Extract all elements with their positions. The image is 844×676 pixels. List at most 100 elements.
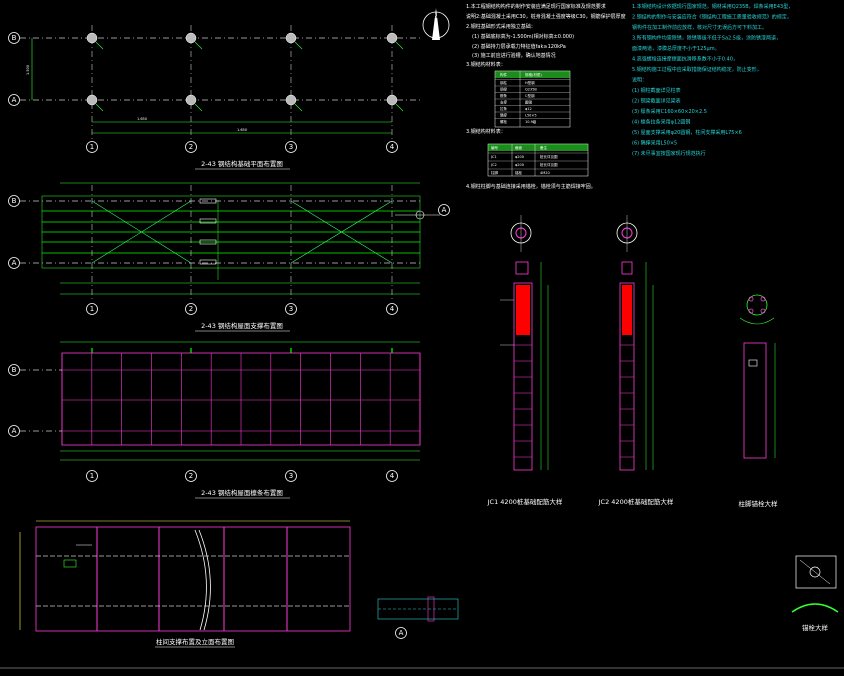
- column-anchor-detail: 柱脚锚栓大样: [739, 294, 779, 508]
- foundation-plan-title: 2-43 钢结构基础平面布置图: [201, 159, 283, 168]
- svg-text:B: B: [12, 34, 17, 42]
- svg-text:4: 4: [390, 305, 395, 313]
- note-line: 说明：: [632, 77, 647, 84]
- table-cell: 10.9级: [525, 119, 537, 124]
- note-line: 5.钢结构施工过程中应采取措施保证结构稳定，防止变形，: [632, 66, 762, 73]
- axis-bubble-a-plan1[interactable]: A: [8, 94, 20, 106]
- axis-bubble-3-plan2[interactable]: 3: [285, 303, 297, 315]
- note-line: 3.所有钢构件均需除锈，除锈等级不低于Sa2.5级，涂防锈漆两道，: [632, 35, 781, 42]
- axis-bubble-3-plan3[interactable]: 3: [285, 470, 297, 482]
- table-cell: 螺栓: [500, 119, 508, 124]
- axis-bubble-a-plan3[interactable]: A: [8, 425, 20, 437]
- axis-bubble-b-plan2[interactable]: B: [8, 195, 20, 207]
- axis-bubble-4-plan2[interactable]: 4: [386, 303, 398, 315]
- jc1-title: JC1 4200桩基础配筋大样: [487, 497, 563, 506]
- svg-text:1.本工程钢结构构件的制作安装应满足现行国家标准及规范要求: 1.本工程钢结构构件的制作安装应满足现行国家标准及规范要求: [466, 3, 606, 10]
- svg-text:2: 2: [189, 305, 193, 313]
- svg-text:B: B: [12, 366, 17, 374]
- notes-left: 1.本工程钢结构构件的制作安装应满足现行国家标准及规范要求 说明2:基础混凝土采…: [466, 3, 626, 190]
- note-line: 4.高强螺栓连接摩擦面抗滑移系数不小于0.40，: [632, 56, 738, 63]
- svg-text:N: N: [434, 14, 438, 20]
- axis-bubble-1-plan3[interactable]: 1: [86, 470, 98, 482]
- svg-text:备注: 备注: [540, 145, 548, 150]
- axis-bubble-b-plan3[interactable]: B: [8, 364, 20, 376]
- axis-bubble-3-plan1[interactable]: 3: [285, 141, 297, 153]
- roof-bracing-title: 2-43 钢结构屋面支撑布置图: [201, 321, 283, 330]
- note-line: 钢构件在加工制作前应放样，核对尺寸无误后方可下料加工。: [632, 24, 767, 31]
- svg-text:3.钢结构材料表：: 3.钢结构材料表：: [466, 61, 506, 68]
- purlin-plan: B A 1 2 3: [8, 341, 421, 499]
- note-line: (6) 隅撑采用L50×5: [632, 140, 677, 147]
- material-table-row: 隅撑 L50×5: [495, 111, 570, 118]
- svg-text:(3) 施工前应进行验槽，确认地基情况: (3) 施工前应进行验槽，确认地基情况: [472, 52, 556, 59]
- jc2-title: JC2 4200桩基础配筋大样: [598, 497, 674, 506]
- svg-text:A: A: [12, 259, 17, 267]
- note-line: (1) 钢柱截面详见柱表: [632, 87, 681, 94]
- table-cell: Q235B: [525, 88, 537, 92]
- axis-bubble-a-plan2[interactable]: A: [8, 257, 20, 269]
- table-cell: C型钢: [525, 93, 535, 98]
- axis-bubble-2-plan2[interactable]: 2: [185, 303, 197, 315]
- svg-text:1: 1: [90, 305, 94, 313]
- table-cell: 隅撑: [500, 113, 508, 118]
- note-line: 2.钢结构的制作与安装应符合《钢结构工程施工质量验收规范》的规定，: [632, 14, 792, 21]
- axis-bubble-1-plan1[interactable]: 1: [86, 141, 98, 153]
- base-plate-title: 锚栓大样: [802, 623, 829, 632]
- table-cell: 桩长详见图: [540, 162, 558, 167]
- svg-text:A: A: [399, 629, 404, 637]
- note-line: (3) 檩条采用C160×60×20×2.5: [632, 108, 707, 115]
- north-arrow-icon: N: [422, 8, 450, 40]
- section-mark-a-detail[interactable]: A: [395, 627, 407, 639]
- svg-text:1.500: 1.500: [26, 65, 30, 75]
- table-cell: 檩条: [500, 93, 508, 98]
- svg-text:1: 1: [90, 143, 94, 151]
- axis-bubble-4-plan1[interactable]: 4: [386, 141, 398, 153]
- jc2-pile-detail: JC2 4200桩基础配筋大样: [598, 215, 674, 506]
- table-cell: L50×5: [525, 114, 537, 118]
- svg-text:1.650: 1.650: [237, 128, 247, 132]
- table-cell: 钢柱: [500, 80, 508, 85]
- material-table-row: 螺栓 10.9级: [495, 118, 570, 124]
- purlin-plan-title: 2-43 钢结构屋面檩条布置图: [201, 488, 283, 497]
- svg-text:4: 4: [390, 143, 395, 151]
- section-detail-a: A: [377, 596, 459, 639]
- svg-text:A: A: [12, 96, 17, 104]
- elevation-title: 柱间支撑布置及立面布置图: [156, 637, 234, 646]
- table-cell: φ200: [515, 163, 524, 167]
- table-cell: φ12: [525, 107, 532, 111]
- section-mark-a-bracing[interactable]: A: [438, 204, 450, 216]
- material-table-row: 支撑圆钢: [495, 98, 570, 105]
- svg-text:构件: 构件: [500, 72, 508, 77]
- svg-text:3: 3: [289, 472, 293, 480]
- svg-text:3: 3: [289, 305, 293, 313]
- notes-right: 1.本钢结构设计依据现行国家规范，钢材采用Q235B，焊条采用E43型，2.钢结…: [632, 3, 793, 157]
- axis-bubble-2-plan3[interactable]: 2: [185, 470, 197, 482]
- elevation-view: 柱间支撑布置及立面布置图: [19, 520, 351, 648]
- axis-bubble-2-plan1[interactable]: 2: [185, 141, 197, 153]
- jc1-pile-detail: JC1 4200桩基础配筋大样: [487, 215, 563, 506]
- roof-bracing-plan: B A: [8, 182, 450, 332]
- axis-bubble-4-plan3[interactable]: 4: [386, 470, 398, 482]
- note-line: (2) 钢梁截面详见梁表: [632, 98, 681, 105]
- svg-text:(1) 基础底标高为-1.500m(相对标高±0.000): (1) 基础底标高为-1.500m(相对标高±0.000): [472, 33, 574, 40]
- svg-text:2.钢柱基础形式采用独立基础：: 2.钢柱基础形式采用独立基础：: [466, 23, 536, 30]
- note-line: (7) 未尽事宜按国家现行规范执行: [632, 150, 706, 157]
- table-cell: 锚栓: [515, 170, 523, 175]
- table-cell: 圆钢: [525, 100, 533, 105]
- note-line: (5) 屋面支撑采用φ20圆钢，柱间支撑采用L75×6: [632, 129, 742, 136]
- axis-bubble-1-plan2[interactable]: 1: [86, 303, 98, 315]
- table-cell: 钢梁: [500, 87, 508, 92]
- column-anchor-title: 柱脚锚栓大样: [739, 499, 779, 508]
- note-line: 面漆两道，漆膜总厚度不小于125μm。: [632, 45, 720, 52]
- table-cell: 4M20: [540, 171, 550, 175]
- axis-bubble-b-plan1[interactable]: B: [8, 32, 20, 44]
- svg-text:A: A: [442, 206, 447, 214]
- svg-text:(2) 基础持力层承载力特征值fak≥120kPa: (2) 基础持力层承载力特征值fak≥120kPa: [472, 43, 566, 50]
